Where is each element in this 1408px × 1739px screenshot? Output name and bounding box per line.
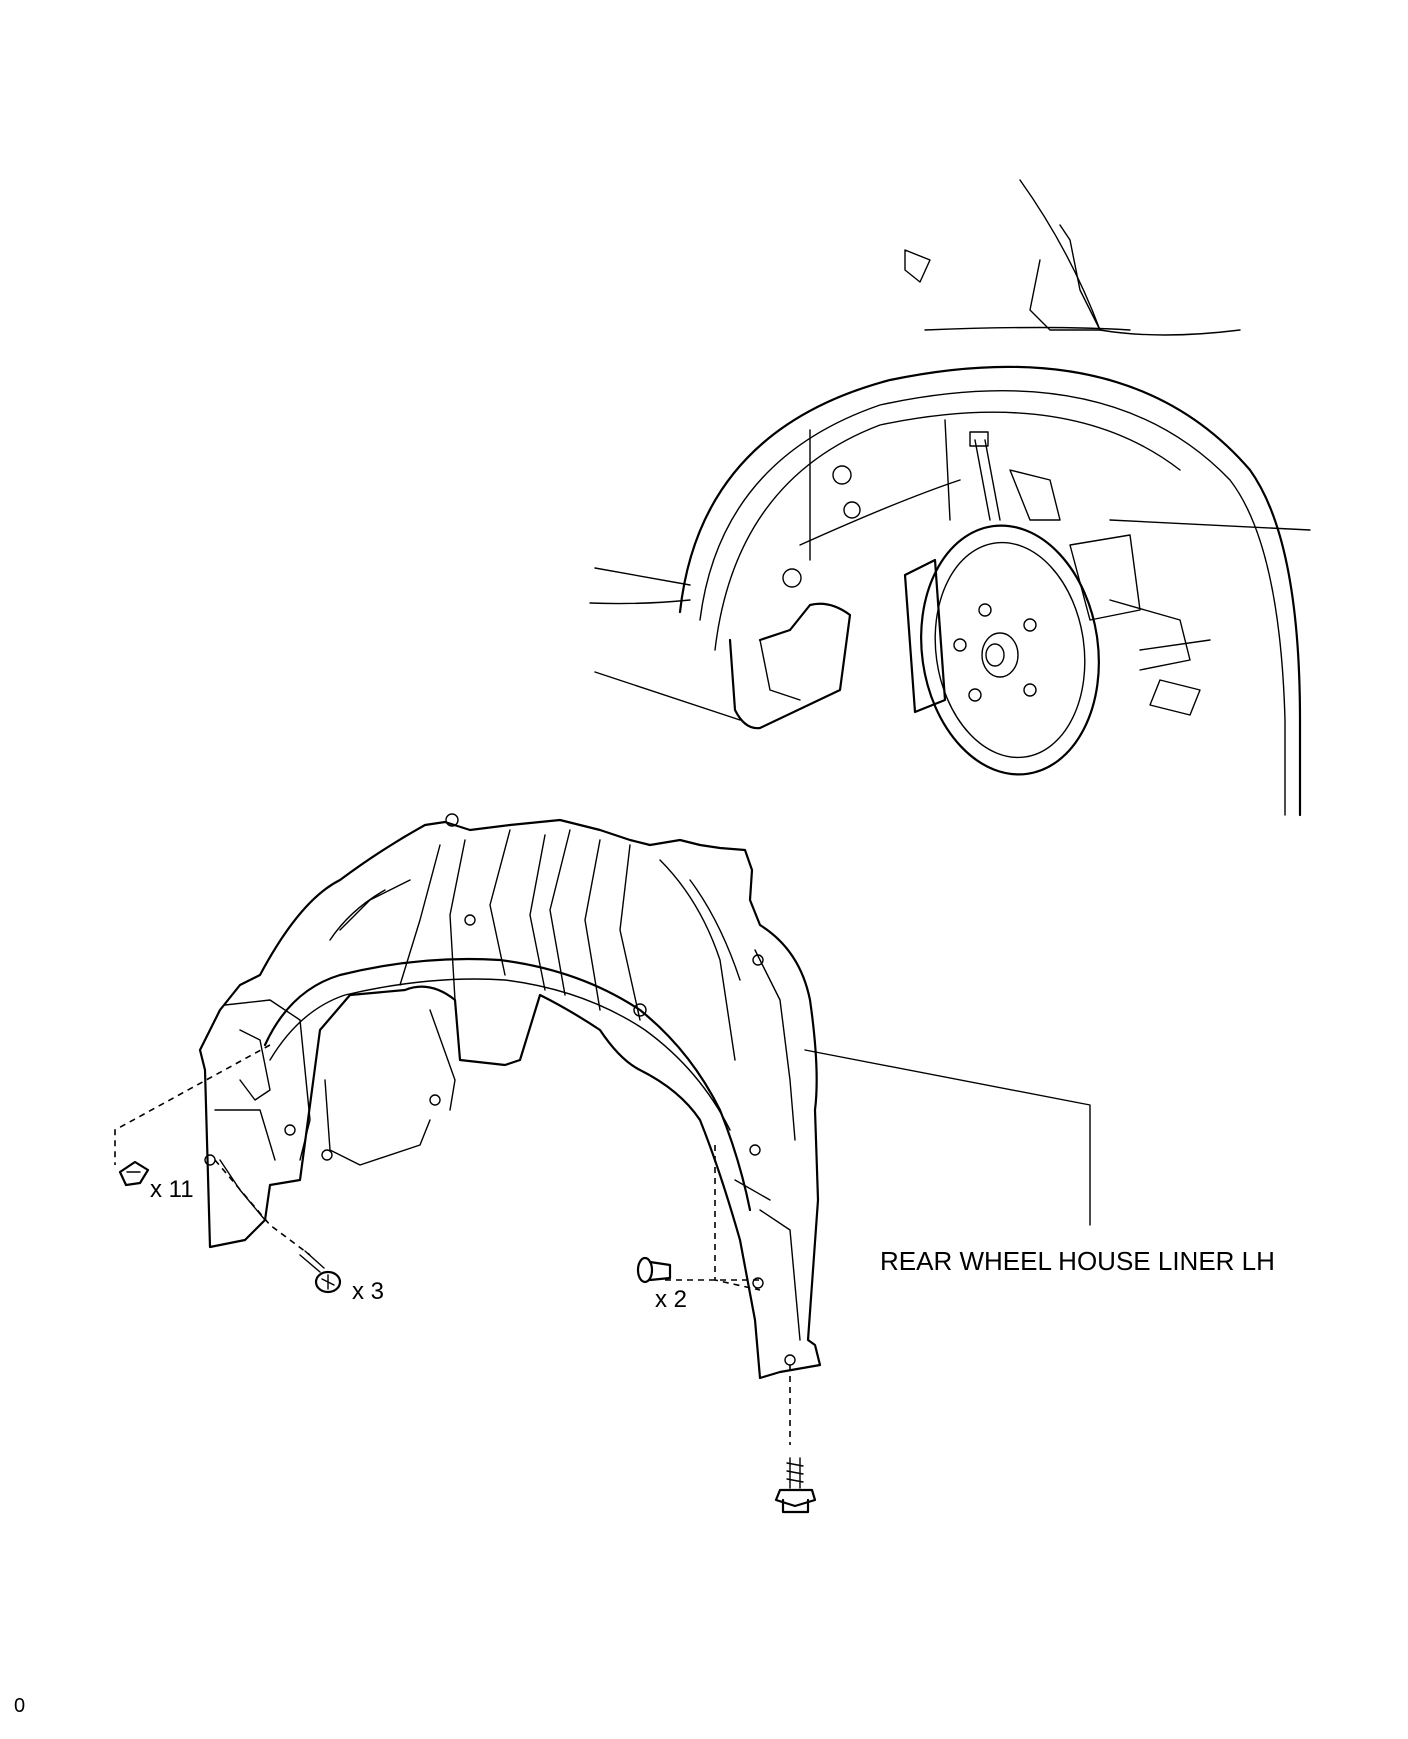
clip-icon (118, 1160, 150, 1187)
pin-clip-icon (636, 1256, 672, 1284)
part-leader-line (804, 1049, 1091, 1226)
vehicle-wheel-well-view (589, 179, 1311, 817)
fastener-leader-lines (114, 1044, 791, 1445)
screw-quantity-label: x 3 (352, 1278, 385, 1305)
screw-icon (299, 1250, 342, 1294)
part-name-label: REAR WHEEL HOUSE LINER LH (880, 1246, 1275, 1276)
bolt-icon (774, 1457, 817, 1514)
clip-quantity-label: x 11 (150, 1176, 194, 1203)
figure-code-label: 0 (14, 1695, 26, 1717)
wheel-house-liner (198, 813, 822, 1380)
pin-quantity-label: x 2 (655, 1286, 688, 1313)
